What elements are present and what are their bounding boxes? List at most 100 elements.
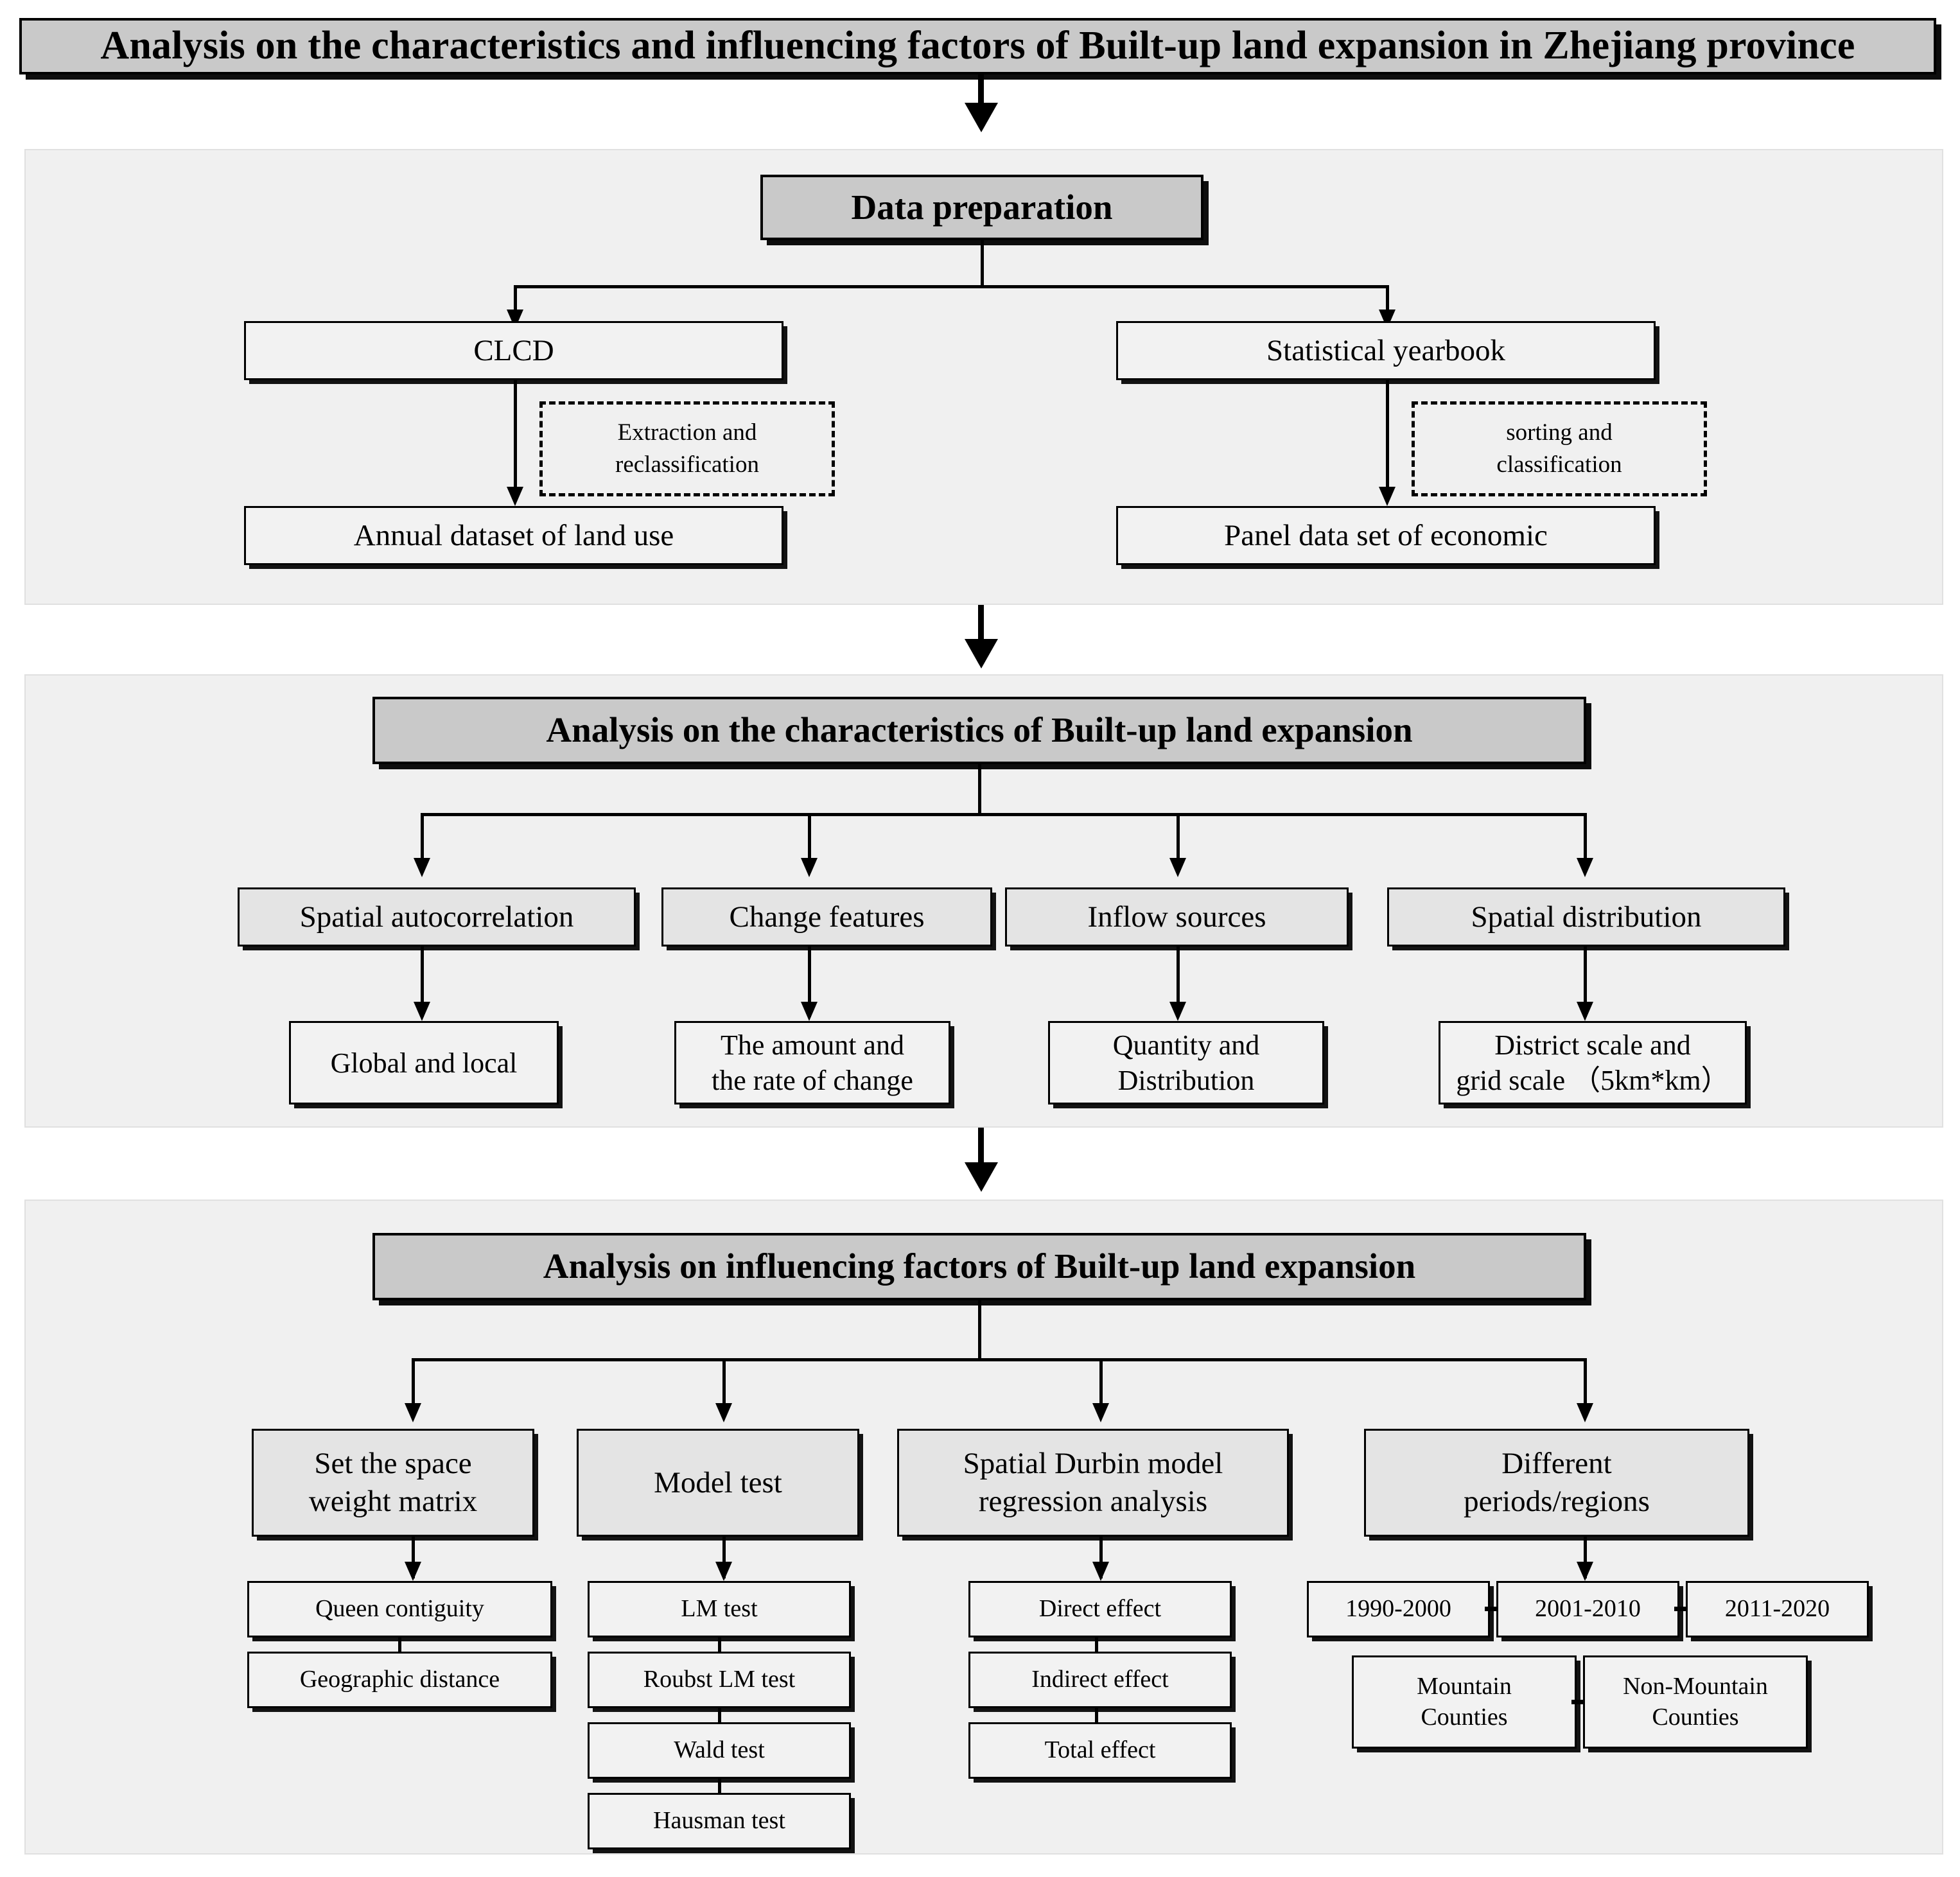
period-3-text: 2011-2020 [1724,1595,1830,1623]
item-hausman-test: Hausman test [588,1793,851,1849]
connector-s2-bus [421,813,1586,816]
item-indirect-effect: Indirect effect [968,1652,1232,1708]
connector-s2-drop-2 [808,813,811,871]
item-total-effect: Total effect [968,1722,1232,1779]
connector-indirect-to-total [1095,1708,1098,1726]
result-box-panel-data: Panel data set of economic [1116,506,1656,565]
connector-section2-to-section3 [978,1128,984,1166]
connector-s3-drop-2 [722,1358,726,1416]
arrow-s3-col-3 [1092,1403,1109,1422]
arrow-s3-c3-item [1092,1562,1109,1581]
arrow-s2-c3-detail [1169,1002,1186,1021]
s3-category-2-text: Model test [654,1465,782,1499]
arrow-s3-col-1 [405,1403,421,1422]
period-1-text: 1990-2000 [1345,1595,1451,1623]
connector-dp-left-drop [514,285,517,324]
connector-s3-drop-1 [412,1358,415,1416]
period-2001-2010: 2001-2010 [1496,1581,1679,1637]
arrow-s3-c1-item [405,1562,421,1581]
section3-header-text: Analysis on influencing factors of Built… [543,1246,1416,1286]
arrow-s2-col-2 [801,858,818,877]
period-1990-2000: 1990-2000 [1307,1581,1490,1637]
period-2-text: 2001-2010 [1535,1595,1641,1623]
item-queen-contiguity: Queen contiguity [247,1581,552,1637]
arrow-s3-c4-item [1577,1562,1593,1581]
arrow-section2-to-section3 [965,1162,998,1192]
source-box-statistical-yearbook: Statistical yearbook [1116,321,1656,380]
period-2011-2020: 2011-2020 [1686,1581,1869,1637]
connector-s2-c2-down [808,947,811,1017]
arrow-s3-col-2 [715,1403,732,1422]
item-lm-test: LM test [588,1581,851,1637]
arrow-s2-c4-detail [1577,1002,1593,1021]
connector-dp-stem [981,240,984,288]
connector-s3-bus [412,1358,1587,1361]
arrow-s2-col-1 [414,858,430,877]
connector-s2-c4-down [1584,947,1587,1017]
source-yearbook-text: Statistical yearbook [1266,333,1505,367]
arrow-s2-c1-detail [414,1002,430,1021]
detail-global-and-local: Global and local [289,1021,559,1104]
category-spatial-distribution: Spatial distribution [1387,887,1785,947]
result-box-annual-dataset: Annual dataset of land use [244,506,783,565]
s3-c3-item-3-text: Total effect [1044,1736,1156,1764]
connector-period-1-2 [1485,1607,1501,1611]
section2-header-text: Analysis on the characteristics of Built… [546,710,1413,750]
category-3-text: Inflow sources [1087,900,1266,934]
arrow-s3-c2-item [715,1562,732,1581]
source-box-clcd: CLCD [244,321,783,380]
connector-dp-bus [514,285,1388,288]
category-spatial-autocorrelation: Spatial autocorrelation [238,887,636,947]
category-inflow-sources: Inflow sources [1005,887,1349,947]
arrow-s2-col-4 [1577,858,1593,877]
connector-s2-c1-down [421,947,424,1017]
arrow-section1-to-section2 [965,639,998,668]
data-preparation-header: Data preparation [760,175,1203,240]
connector-direct-to-indirect [1095,1637,1098,1655]
result-panel-data-text: Panel data set of economic [1224,518,1548,552]
s3-c2-item-1-text: LM test [681,1595,758,1623]
arrow-clcd-to-dataset [507,487,523,506]
s3-c3-item-1-text: Direct effect [1038,1595,1162,1623]
item-direct-effect: Direct effect [968,1581,1232,1637]
section2-header: Analysis on the characteristics of Built… [372,697,1586,764]
section3-header: Analysis on influencing factors of Built… [372,1233,1586,1300]
connector-mountain-nonmountain [1571,1700,1588,1704]
item-roubst-lm-test: Roubst LM test [588,1652,851,1708]
arrow-s3-col-4 [1577,1403,1593,1422]
s3-c1-item-1-text: Queen contiguity [315,1595,484,1623]
connector-s2-drop-3 [1177,813,1180,871]
connector-title-to-section1 [978,74,984,108]
connector-s2-stem [978,764,981,816]
arrow-s2-col-3 [1169,858,1186,877]
connector-lm-to-roubst [718,1637,721,1655]
connector-clcd-to-dataset [514,380,517,501]
s3-c2-item-3-text: Wald test [674,1736,765,1764]
connector-s3-drop-4 [1584,1358,1587,1416]
connector-roubst-to-wald [718,1708,721,1726]
category-change-features: Change features [661,887,992,947]
result-annual-dataset-text: Annual dataset of land use [353,518,674,552]
connector-s3-stem [978,1300,981,1361]
s3-c1-item-2-text: Geographic distance [299,1666,500,1693]
connector-s3-c1-down [412,1537,415,1578]
arrow-yearbook-to-panel [1379,487,1396,506]
category-2-text: Change features [729,900,925,934]
